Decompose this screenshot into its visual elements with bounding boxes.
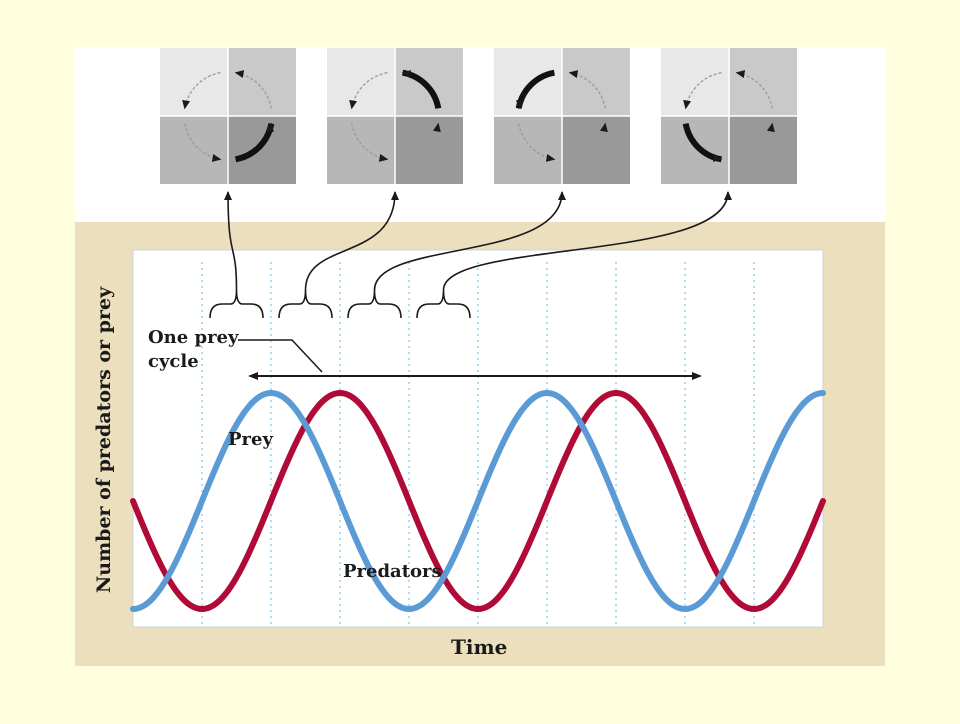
quadrant-bottom-left [160, 116, 228, 184]
y-axis-label: Number of predators or prey [93, 286, 115, 593]
inactive-flow-arrow [736, 122, 775, 160]
grid-lines [201, 262, 755, 625]
predators-series-line [130, 389, 826, 613]
quadrant-bottom-left [661, 116, 729, 184]
phase-callout-arrow [373, 191, 566, 291]
prey-series-line [130, 389, 826, 613]
active-flow-arrow [401, 69, 442, 110]
inactive-flow-arrow [351, 123, 389, 162]
quadrant-top-right [395, 48, 463, 116]
inactive-flow-arrow [518, 123, 556, 162]
cycle-label-line1: One prey [148, 327, 239, 348]
phase-panel [661, 48, 797, 184]
phase-callout-arrow [304, 191, 399, 291]
quadrant-bottom-left [327, 116, 395, 184]
quadrant-bottom-right [562, 116, 630, 184]
inactive-flow-arrow [568, 70, 606, 109]
quadrant-top-right [562, 48, 630, 116]
phase-callout-arrow [224, 191, 238, 291]
inactive-flow-arrow [569, 122, 608, 160]
phase-panel [160, 48, 296, 184]
quadrant-bottom-right [228, 116, 296, 184]
phase-panel [494, 48, 630, 184]
cycle-leader-line [238, 339, 323, 373]
phase-callout-arrow [442, 191, 732, 291]
inactive-flow-arrow [683, 72, 722, 110]
cycle-label-line2: cycle [148, 351, 199, 372]
quadrant-top-right [729, 48, 797, 116]
quadrant-bottom-right [729, 116, 797, 184]
quadrant-bottom-right [395, 116, 463, 184]
prey-label: Prey [228, 429, 273, 450]
active-flow-arrow [234, 122, 275, 163]
quadrant-top-left [494, 48, 562, 116]
plot-area [132, 249, 824, 628]
inactive-flow-arrow [182, 72, 221, 110]
inactive-flow-arrow [349, 72, 388, 110]
inactive-flow-arrow [234, 70, 272, 109]
inactive-flow-arrow [735, 70, 773, 109]
quadrant-top-left [160, 48, 228, 116]
quadrant-top-left [661, 48, 729, 116]
phase-panel [327, 48, 463, 184]
predators-label: Predators [343, 561, 442, 582]
x-axis-label: Time [451, 635, 507, 659]
quadrant-bottom-left [494, 116, 562, 184]
phase-panels [160, 48, 797, 184]
active-flow-arrow [515, 69, 556, 110]
quadrant-top-left [327, 48, 395, 116]
inactive-flow-arrow [402, 122, 441, 160]
inactive-flow-arrow [184, 123, 222, 162]
phase-callouts [209, 191, 732, 319]
quadrant-top-right [228, 48, 296, 116]
active-flow-arrow [682, 122, 723, 163]
